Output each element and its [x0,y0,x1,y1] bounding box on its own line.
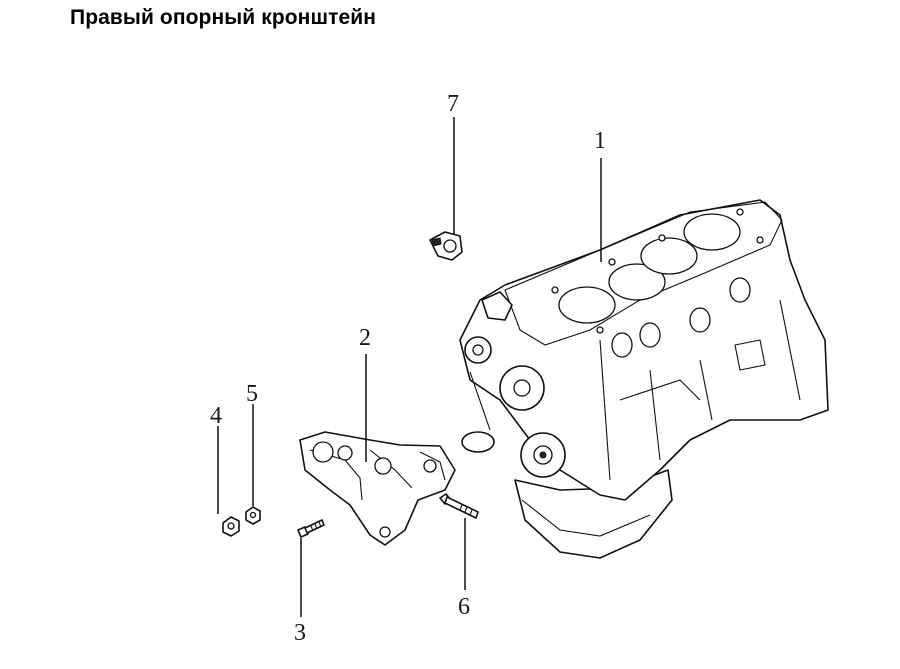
nut-part-5 [245,506,261,525]
callout-7: 7 [447,91,459,117]
right-support-bracket [299,431,456,546]
engine-block [459,199,829,559]
leader-lines [217,117,602,617]
callout-4: 4 [210,403,222,429]
page-title: Правый опорный кронштейн [70,6,377,29]
callout-2: 2 [359,325,371,351]
callout-5: 5 [246,381,258,407]
callout-6: 6 [458,594,470,620]
callout-1: 1 [594,128,606,154]
nut-part-4 [222,516,240,537]
bolt-part-3 [297,519,325,538]
callout-3: 3 [294,620,306,646]
insulator-part-7 [429,231,463,261]
bolt-part-6 [439,493,479,519]
